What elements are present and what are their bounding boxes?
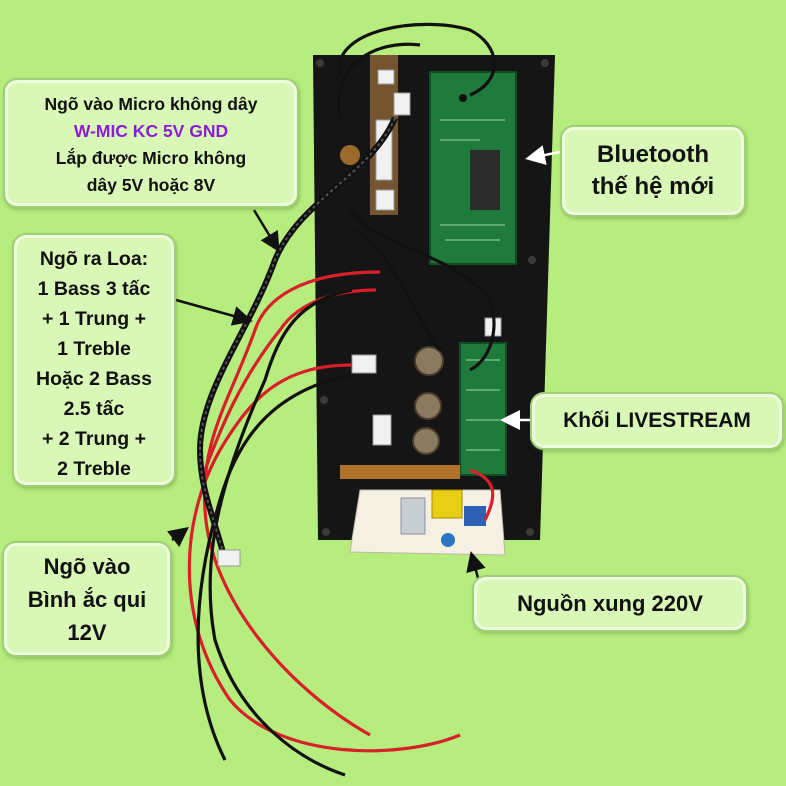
pointer-arrows: [167, 145, 561, 579]
loa-callout-line: Ngõ ra Loa:: [39, 248, 149, 270]
acqui-callout-line2: Bình ắc qui: [27, 587, 147, 612]
power-supply-board: [349, 489, 506, 556]
bluetooth-callout-line2: thế hệ mới: [591, 173, 715, 200]
loa-callout-line: + 2 Trung +: [41, 428, 147, 450]
livestream-module: [459, 342, 507, 476]
bluetooth-callout: Bluetooth thế hệ mới: [560, 125, 746, 217]
micro-callout-line1: Ngõ vào Micro không dây: [44, 94, 258, 114]
speaker-output-callout: Ngõ ra Loa: 1 Bass 3 tấc + 1 Trung + 1 T…: [12, 233, 176, 487]
livestream-callout-label: Khối LIVESTREAM: [563, 409, 751, 432]
micro-callout-line4: dây 5V hoặc 8V: [86, 175, 216, 195]
micro-input-callout: Ngõ vào Micro không dây W-MIC KC 5V GND …: [3, 78, 299, 208]
black-wires: [196, 22, 496, 777]
mounting-holes: [316, 59, 549, 536]
loa-callout-line: 2.5 tấc: [63, 398, 125, 420]
battery-input-callout: Ngõ vào Bình ắc qui 12V: [2, 541, 172, 657]
loa-callout-line: 1 Bass 3 tấc: [37, 278, 151, 300]
nguon-callout-label: Nguồn xung 220V: [517, 591, 703, 616]
bluetooth-module: [429, 71, 517, 265]
loa-callout-line: Hoặc 2 Bass: [36, 368, 152, 390]
power-supply-callout: Nguồn xung 220V: [472, 575, 748, 632]
micro-callout-line3: Lắp được Micro không: [55, 148, 247, 168]
loa-callout-line: 1 Treble: [57, 338, 131, 360]
acqui-callout-line1: Ngõ vào: [43, 554, 131, 579]
braided-mic-cable: [196, 116, 398, 561]
mic-plug: [217, 549, 241, 567]
loa-callout-line: 2 Treble: [57, 458, 131, 480]
acqui-callout-line3: 12V: [67, 620, 107, 645]
loa-callout-line: + 1 Trung +: [41, 308, 147, 330]
bluetooth-callout-line1: Bluetooth: [597, 141, 709, 168]
livestream-callout: Khối LIVESTREAM: [530, 392, 784, 450]
micro-callout-line2: W-MIC KC 5V GND: [73, 121, 229, 141]
